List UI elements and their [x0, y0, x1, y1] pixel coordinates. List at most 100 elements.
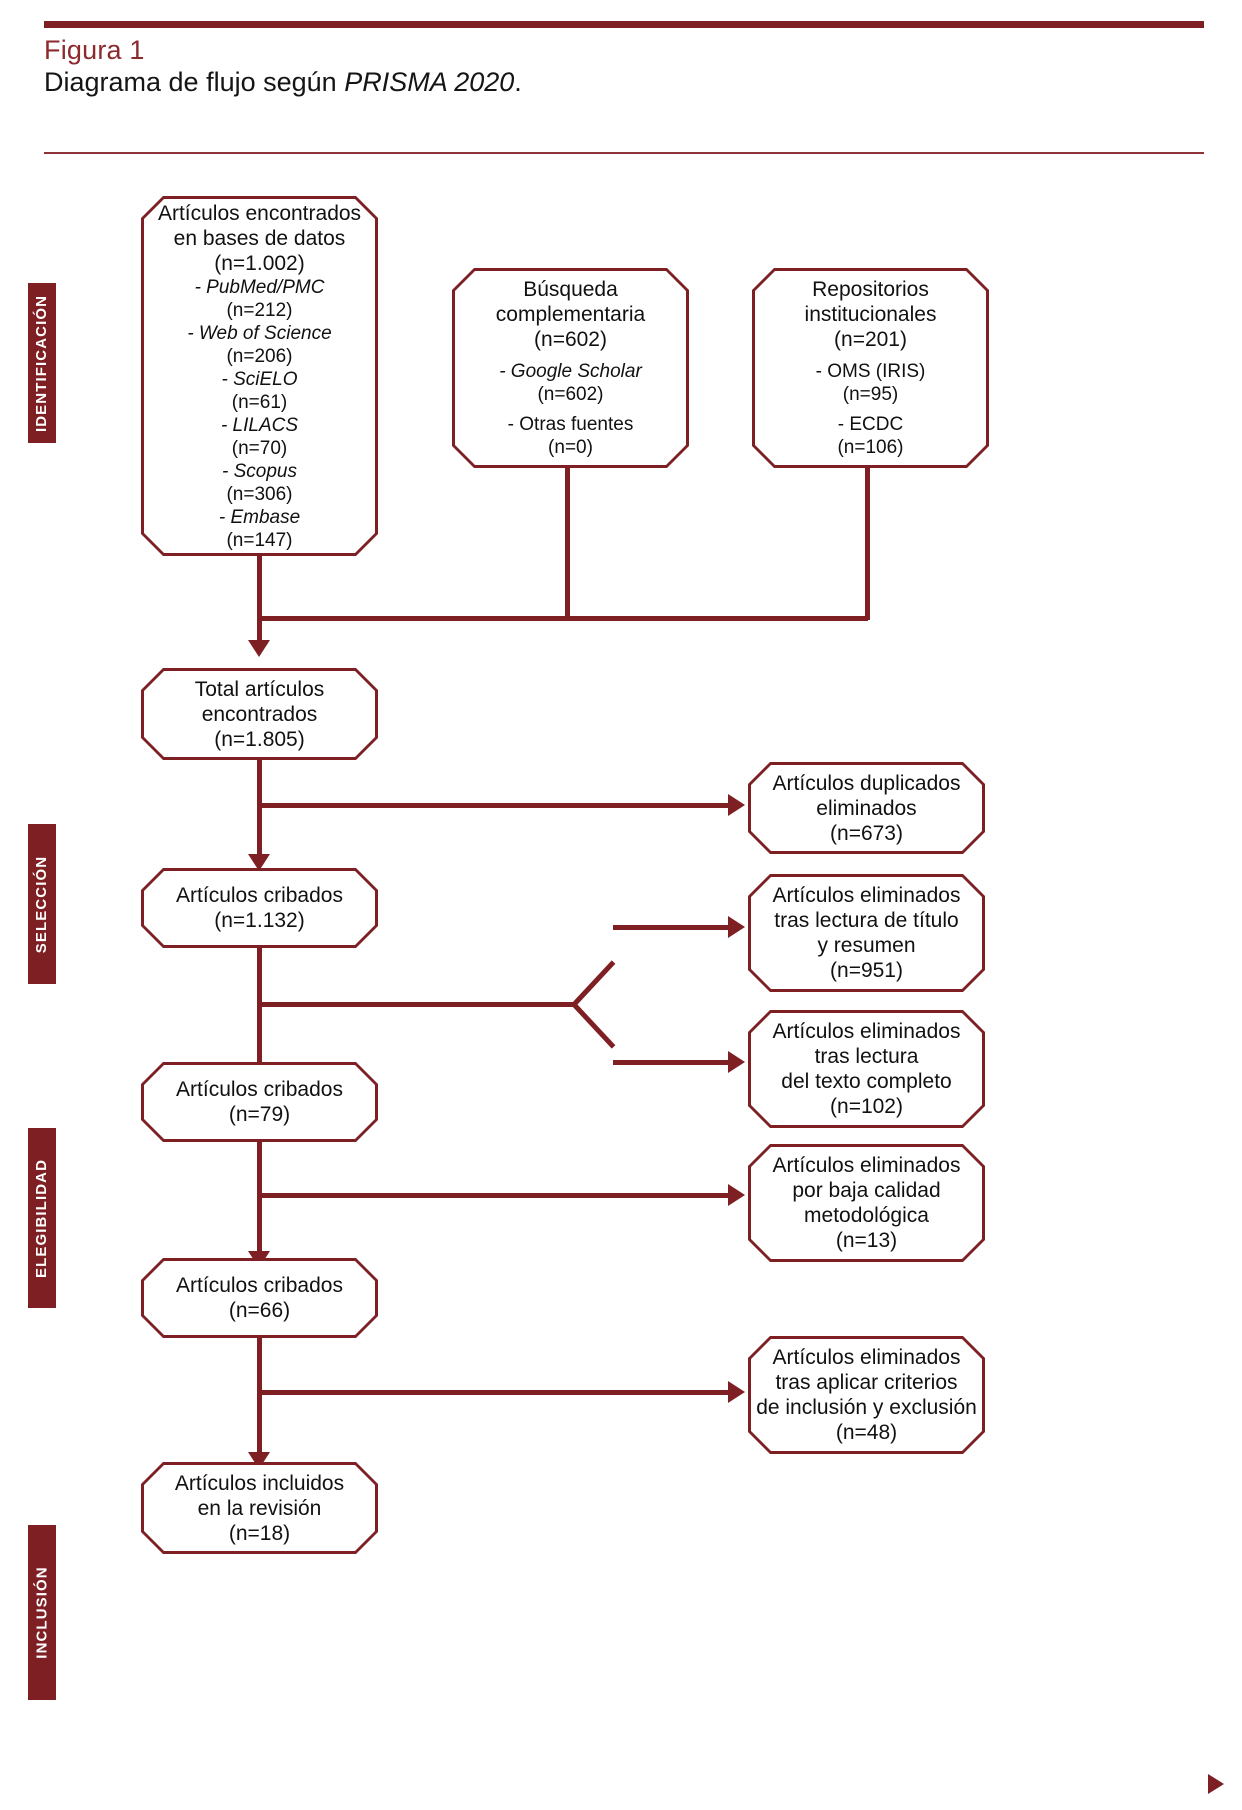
box-excluded-duplicates: Artículos duplicados eliminados (n=673) — [748, 762, 985, 854]
connector-merge-horizontal — [257, 616, 868, 621]
box-repositories-source-0-count: (n=95) — [842, 383, 899, 405]
box-databases-source-0-count: (n=212) — [226, 299, 293, 321]
box-total-found-line-2: encontrados — [201, 702, 318, 726]
box-repositories-count: (n=201) — [834, 328, 907, 351]
stage-label-identificacion: IDENTIFICACIÓN — [33, 294, 51, 432]
box-screened-3-line-1: Artículos cribados — [176, 1274, 343, 1297]
box-repositories-title-1: Repositorios — [812, 278, 929, 301]
header-bottom-rule — [44, 152, 1204, 154]
arrow-to-duplicates — [728, 794, 745, 816]
stage-bar-inclusion: INCLUSIÓN — [28, 1525, 56, 1700]
connector-total-down — [257, 760, 262, 860]
box-included-count: (n=18) — [228, 1521, 291, 1545]
box-screened-1-count: (n=1.132) — [214, 909, 305, 932]
box-excluded-fulltext-line-2: tras lectura — [814, 1045, 919, 1068]
box-complementary-title-2: complementaria — [495, 303, 646, 326]
box-databases-source-4-name: - Scopus — [222, 460, 297, 482]
box-databases-source-5-name: - Embase — [218, 506, 301, 528]
box-complementary-source-1-count: (n=0) — [548, 437, 593, 458]
connector-fork-to-fulltext — [613, 1060, 730, 1065]
box-excluded-title-abstract-count: (n=951) — [830, 959, 903, 982]
header-top-rule — [44, 21, 1204, 28]
connector-screened-2-down — [257, 1142, 262, 1257]
arrow-to-excluded-quality — [728, 1184, 745, 1206]
box-screened-3: Artículos cribados (n=66) — [141, 1258, 378, 1338]
box-total-found: Total artículos encontrados (n=1.805) — [141, 668, 378, 760]
connector-databases-down — [257, 556, 262, 620]
box-excluded-duplicates-count: (n=673) — [830, 821, 903, 845]
box-complementary-source-1-name: - Otras fuentes — [507, 414, 634, 435]
box-screened-2-count: (n=79) — [228, 1103, 291, 1126]
box-complementary-title-1: Búsqueda — [523, 278, 618, 301]
box-databases: Artículos encontrados en bases de datos … — [141, 196, 378, 556]
box-repositories-title-2: institucionales — [804, 303, 937, 326]
box-institutional-repositories: Repositorios institucionales (n=201) - O… — [752, 268, 989, 468]
box-included: Artículos incluidos en la revisión (n=18… — [141, 1462, 378, 1554]
box-excluded-quality-count: (n=13) — [835, 1229, 898, 1252]
box-excluded-title-abstract-line-1: Artículos eliminados — [772, 884, 961, 907]
box-excluded-quality-line-1: Artículos eliminados — [772, 1154, 961, 1177]
connector-screened-3-down — [257, 1338, 262, 1458]
fork-diagonal-lower — [572, 1002, 616, 1049]
box-excluded-criteria-line-2: tras aplicar criterios — [775, 1371, 958, 1394]
box-excluded-duplicates-line-2: eliminados — [816, 796, 917, 820]
arrow-to-excluded-criteria — [728, 1381, 745, 1403]
box-excluded-quality-line-3: metodológica — [804, 1204, 929, 1227]
box-excluded-title-abstract-line-3: y resumen — [817, 934, 916, 957]
stage-label-seleccion: SELECCIÓN — [33, 855, 51, 953]
box-databases-source-1-name: - Web of Science — [187, 322, 332, 344]
box-excluded-quality-line-2: por baja calidad — [792, 1179, 941, 1202]
figure-caption-period: . — [514, 67, 522, 97]
box-screened-3-count: (n=66) — [228, 1299, 291, 1322]
box-databases-count: (n=1.002) — [214, 251, 305, 275]
figure-caption-text: Diagrama de flujo según — [44, 67, 345, 97]
box-included-line-1: Artículos incluidos — [174, 1471, 345, 1495]
box-databases-title-1: Artículos encontrados — [157, 201, 362, 225]
box-repositories-source-1-count: (n=106) — [837, 437, 904, 458]
box-complementary-search: Búsqueda complementaria (n=602) - Google… — [452, 268, 689, 468]
stage-bar-identificacion: IDENTIFICACIÓN — [28, 283, 56, 443]
box-databases-source-3-count: (n=70) — [231, 437, 288, 459]
connector-total-to-duplicates — [257, 803, 730, 808]
figure-caption-italic: PRISMA 2020 — [344, 67, 515, 97]
connector-complementary-down — [565, 468, 570, 620]
connector-repositories-down — [865, 468, 870, 620]
box-databases-source-5-count: (n=147) — [226, 529, 293, 551]
connector-screened-1-to-fork — [257, 1002, 577, 1007]
stage-label-inclusion: INCLUSIÓN — [33, 1566, 51, 1659]
fork-diagonal-upper — [572, 960, 616, 1007]
box-screened-1: Artículos cribados (n=1.132) — [141, 868, 378, 948]
arrow-to-total-found — [248, 640, 270, 657]
box-excluded-duplicates-line-1: Artículos duplicados — [772, 771, 961, 795]
box-complementary-count: (n=602) — [534, 328, 607, 351]
stage-label-elegibilidad: ELEGIBILIDAD — [33, 1158, 51, 1278]
box-excluded-criteria: Artículos eliminados tras aplicar criter… — [748, 1336, 985, 1454]
connector-screened-3-to-criteria — [257, 1390, 730, 1395]
box-complementary-source-0-name: - Google Scholar — [499, 360, 642, 382]
box-total-found-count: (n=1.805) — [214, 727, 305, 751]
box-repositories-source-1-name: - ECDC — [837, 414, 904, 435]
arrow-to-excluded-fulltext — [728, 1051, 745, 1073]
figure-caption: Diagrama de flujo según PRISMA 2020. — [44, 66, 522, 99]
box-excluded-fulltext-count: (n=102) — [830, 1095, 903, 1118]
arrow-to-excluded-title-abstract — [728, 916, 745, 938]
stage-bar-elegibilidad: ELEGIBILIDAD — [28, 1128, 56, 1308]
box-included-line-2: en la revisión — [197, 1496, 322, 1520]
box-excluded-title-abstract-line-2: tras lectura de título — [774, 909, 959, 932]
box-excluded-fulltext-line-3: del texto completo — [781, 1070, 952, 1093]
box-excluded-criteria-count: (n=48) — [835, 1421, 898, 1444]
box-excluded-criteria-line-3: de inclusión y exclusión — [756, 1396, 977, 1419]
figure-label: Figura 1 — [44, 35, 145, 65]
box-complementary-source-0-count: (n=602) — [537, 383, 604, 405]
box-screened-1-line-1: Artículos cribados — [176, 884, 343, 907]
box-databases-source-2-count: (n=61) — [231, 391, 288, 413]
box-databases-source-3-name: - LILACS — [220, 414, 299, 436]
arrow-to-screened-1 — [248, 854, 270, 871]
connector-fork-to-title-abstract — [613, 925, 730, 930]
box-excluded-fulltext-line-1: Artículos eliminados — [772, 1020, 961, 1043]
box-databases-source-0-name: - PubMed/PMC — [194, 276, 325, 298]
connector-screened-1-down — [257, 948, 262, 1068]
box-total-found-line-1: Total artículos — [194, 677, 325, 701]
page-next-marker-icon[interactable] — [1208, 1774, 1224, 1794]
